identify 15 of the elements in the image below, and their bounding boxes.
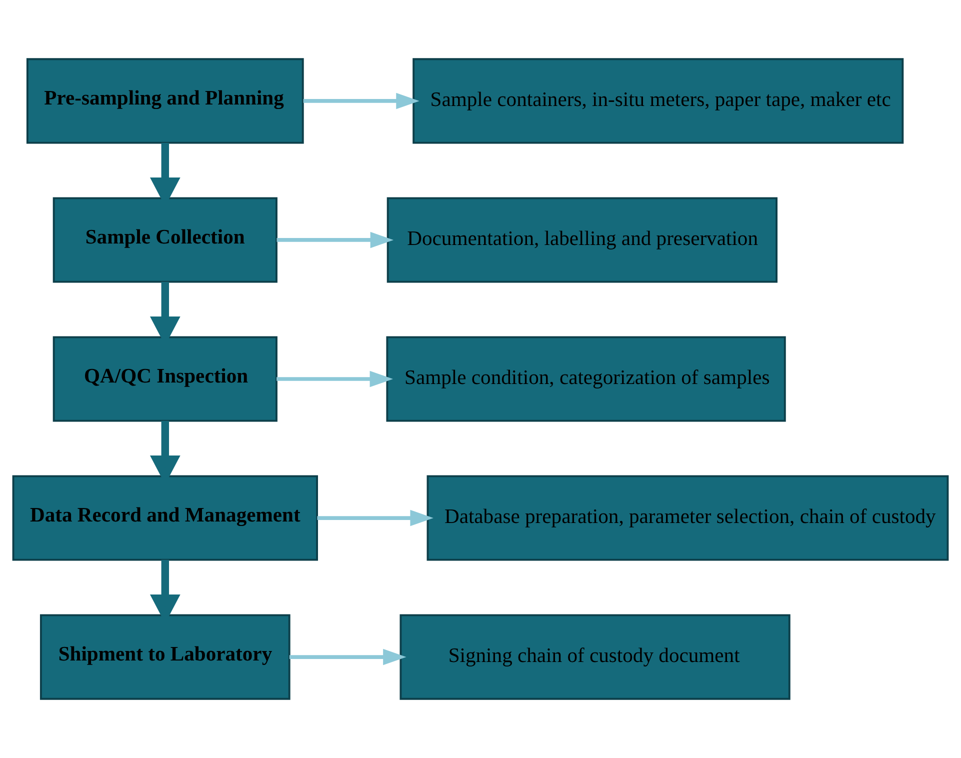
node-box: Database preparation, parameter selection, chain of custody xyxy=(426,475,949,561)
arrow xyxy=(276,370,394,388)
node-box: Data Record and Management xyxy=(12,475,318,561)
node-box: Shipment to Laboratory xyxy=(40,614,290,700)
node-box: Sample condition, categorization of samples xyxy=(386,336,786,422)
arrow xyxy=(317,510,434,526)
node-box: Sample Collection xyxy=(52,197,278,283)
node-box: Pre-sampling and Planning xyxy=(26,58,304,144)
node-box: Signing chain of custody document xyxy=(400,614,790,700)
arrow xyxy=(276,232,394,248)
node-box: QA/QC Inspection xyxy=(52,336,278,422)
node-box: Sample containers, in-situ meters, paper tape, maker etc xyxy=(412,58,904,144)
arrow xyxy=(289,648,406,666)
node-box: Documentation, labelling and preservation xyxy=(386,197,778,283)
arrow xyxy=(303,92,420,110)
